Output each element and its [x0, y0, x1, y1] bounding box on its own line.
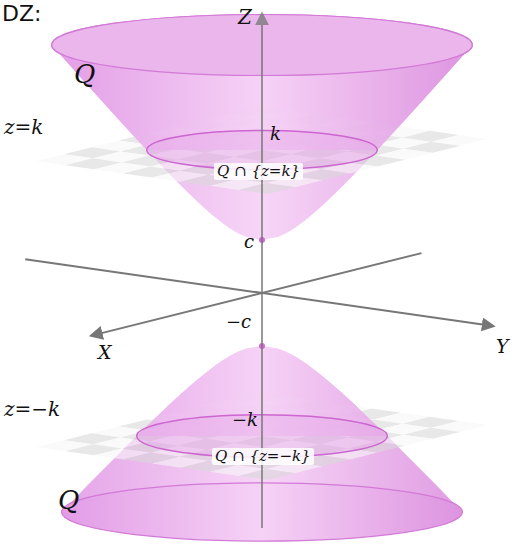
plane-label: z=−k [4, 398, 60, 420]
height-label: k [270, 124, 281, 144]
vertex-label: −c [226, 312, 251, 332]
axis-label: X [98, 342, 112, 363]
plane-label: z=k [4, 116, 43, 138]
x-axis [92, 253, 422, 336]
plane-tile [239, 469, 295, 480]
plane-tile [239, 183, 295, 194]
surface-label: Q [74, 60, 95, 89]
surface-label: Q [58, 486, 79, 515]
vertex-label: c [244, 232, 254, 252]
y-axis [25, 259, 493, 326]
axis-label: Y [496, 336, 509, 357]
axis-label: Z [238, 6, 252, 28]
intersection-label: Q ∩ {z=−k} [212, 448, 314, 465]
height-label: −k [232, 410, 258, 430]
section-heading: DZ: [2, 2, 41, 26]
intersection-label: Q ∩ {z=k} [214, 163, 303, 180]
